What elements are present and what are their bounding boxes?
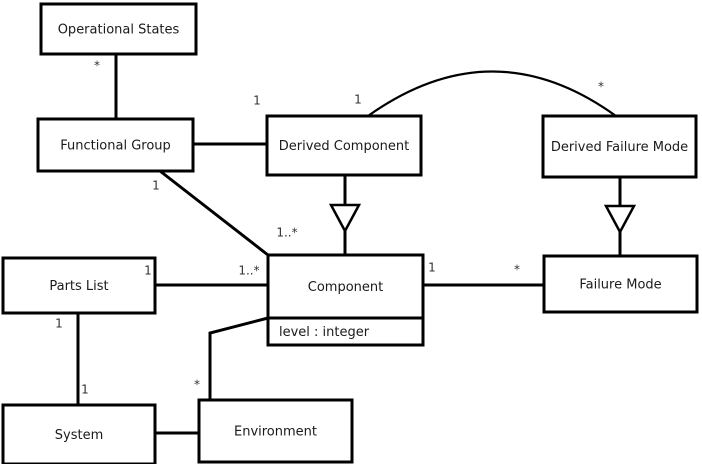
associations-layer bbox=[76, 54, 617, 435]
association-line bbox=[159, 169, 269, 257]
multiplicity-label: * bbox=[94, 59, 100, 73]
class-name-compartment bbox=[542, 254, 699, 314]
class-name-label: System bbox=[55, 428, 103, 443]
generalizations-layer bbox=[328, 175, 637, 256]
multiplicity-label: 1..* bbox=[238, 264, 259, 278]
class-name-compartment bbox=[36, 117, 195, 173]
class-name-compartment bbox=[1, 403, 157, 464]
class-name-label: Component bbox=[308, 280, 383, 295]
class-name-compartment bbox=[265, 114, 423, 177]
class-box-parts-list[interactable]: Parts List bbox=[1, 256, 157, 315]
class-name-label: Failure Mode bbox=[579, 278, 661, 293]
multiplicity-label: 1 bbox=[81, 383, 89, 397]
class-name-label: Functional Group bbox=[60, 139, 171, 154]
class-box-component[interactable]: Component level : integer bbox=[266, 253, 425, 347]
class-attribute-compartment bbox=[266, 316, 425, 347]
multiplicity-label: 1 bbox=[152, 179, 160, 193]
generalization-derived-failure-mode-to-failure-mode[interactable] bbox=[603, 177, 637, 256]
class-box-derived-component[interactable]: Derived Component bbox=[265, 114, 423, 177]
association-functional-group-component[interactable] bbox=[159, 169, 269, 257]
class-box-environment[interactable]: Environment bbox=[197, 398, 354, 464]
multiplicity-label: 1 bbox=[55, 317, 63, 331]
multiplicity-label: * bbox=[194, 378, 200, 392]
class-name-compartment bbox=[197, 398, 354, 464]
class-name-compartment bbox=[1, 256, 157, 315]
generalization-arrowhead-icon bbox=[603, 204, 637, 235]
class-box-failure-mode[interactable]: Failure Mode bbox=[542, 254, 699, 314]
class-box-system[interactable]: System bbox=[1, 403, 157, 464]
multiplicity-label: 1 bbox=[144, 264, 152, 278]
class-name-label: Operational States bbox=[58, 23, 180, 38]
multiplicity-layer: * 1 1 1..* 1 * 1 1..* 1 1 1 * * bbox=[55, 59, 604, 397]
class-box-functional-group[interactable]: Functional Group bbox=[36, 117, 195, 173]
class-name-compartment bbox=[541, 114, 698, 179]
multiplicity-label: 1 bbox=[253, 94, 261, 108]
class-name-label: Parts List bbox=[49, 279, 108, 294]
class-box-derived-failure-mode[interactable]: Derived Failure Mode bbox=[541, 114, 698, 179]
class-name-label: Derived Component bbox=[279, 139, 410, 154]
class-attribute-label: level : integer bbox=[279, 325, 370, 340]
generalization-derived-component-to-component[interactable] bbox=[328, 175, 362, 255]
association-derived-component-derived-failure-mode[interactable] bbox=[367, 70, 617, 117]
association-arc bbox=[367, 70, 617, 117]
association-line bbox=[208, 316, 269, 400]
class-name-compartment bbox=[39, 2, 198, 56]
multiplicity-label: * bbox=[514, 263, 520, 277]
multiplicity-label: 1 bbox=[428, 261, 436, 275]
multiplicity-label: * bbox=[598, 80, 604, 94]
class-name-label: Derived Failure Mode bbox=[551, 140, 688, 155]
generalization-arrowhead-icon bbox=[328, 203, 362, 234]
multiplicity-label: 1..* bbox=[276, 226, 297, 240]
class-name-compartment bbox=[266, 253, 425, 320]
association-component-environment[interactable] bbox=[208, 316, 269, 400]
class-name-label: Environment bbox=[234, 425, 317, 440]
multiplicity-label: 1 bbox=[354, 93, 362, 107]
class-box-operational-states[interactable]: Operational States bbox=[39, 2, 198, 56]
